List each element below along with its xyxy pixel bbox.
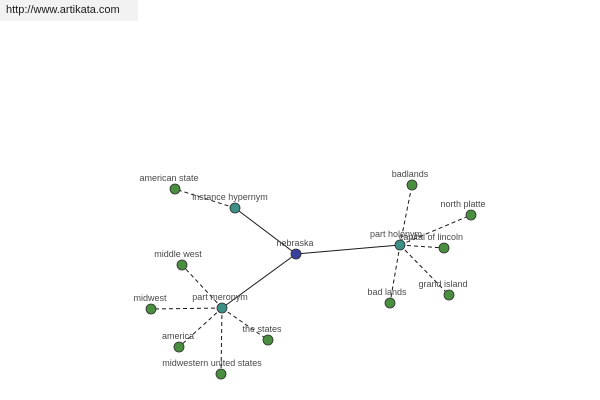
node-part-meronym[interactable] (216, 302, 228, 314)
node-label-american-state: american state (139, 173, 198, 183)
node-american-state[interactable] (169, 183, 181, 195)
edge-instance-hypernym-american-state (174, 188, 236, 209)
edge-part-holonym-lincoln (399, 244, 445, 249)
edge-part-holonym-grand-island (399, 244, 450, 296)
node-midwest[interactable] (145, 303, 157, 315)
edge-nebraska-part-holonym (295, 244, 401, 255)
edge-nebraska-part-meronym (221, 253, 297, 309)
node-midwestern-united-states[interactable] (215, 368, 227, 380)
edge-part-holonym-north-platte (399, 214, 472, 246)
node-label-bad-lands: bad lands (367, 287, 407, 297)
node-the-states[interactable] (262, 334, 274, 346)
node-instance-hypernym[interactable] (229, 202, 241, 214)
node-label-midwest: midwest (133, 293, 167, 303)
node-grand-island[interactable] (443, 289, 455, 301)
edge-part-meronym-the-states (221, 307, 269, 341)
edge-part-holonym-badlands (399, 184, 413, 246)
graph-edges (150, 184, 472, 375)
node-label-instance-hypernym: instance hypernym (192, 192, 268, 202)
node-north-platte[interactable] (465, 209, 477, 221)
edge-part-meronym-middle-west (181, 264, 223, 309)
node-label-lincoln: capital of lincoln (399, 232, 463, 242)
graph-labels: nebraska instance hypernym american state p… (133, 169, 485, 368)
node-lincoln[interactable] (438, 242, 450, 254)
graph-nodes (145, 179, 477, 380)
node-label-the-states: the states (242, 324, 282, 334)
node-label-grand-island: grand island (418, 279, 467, 289)
node-label-part-holonym: part holonym (370, 229, 422, 239)
node-nebraska[interactable] (290, 248, 302, 260)
edge-part-meronym-america (178, 307, 223, 348)
edge-part-meronym-midwest (150, 307, 223, 310)
url-bar: http://www.artikata.com (0, 0, 138, 21)
node-america[interactable] (173, 341, 185, 353)
node-part-holonym[interactable] (394, 239, 406, 251)
node-label-badlands: badlands (392, 169, 429, 179)
node-badlands[interactable] (406, 179, 418, 191)
node-label-midwestern-united-states: midwestern united states (162, 358, 262, 368)
node-label-part-meronym: part meronym (192, 292, 248, 302)
node-label-nebraska: nebraska (276, 238, 313, 248)
edge-part-holonym-bad-lands (389, 244, 401, 304)
node-label-middle-west: middle west (154, 249, 202, 259)
node-label-north-platte: north platte (440, 199, 485, 209)
site-link[interactable]: http://www.artikata.com (6, 4, 120, 16)
edge-nebraska-instance-hypernym (234, 207, 297, 255)
node-bad-lands[interactable] (384, 297, 396, 309)
node-label-america: america (162, 331, 194, 341)
node-middle-west[interactable] (176, 259, 188, 271)
